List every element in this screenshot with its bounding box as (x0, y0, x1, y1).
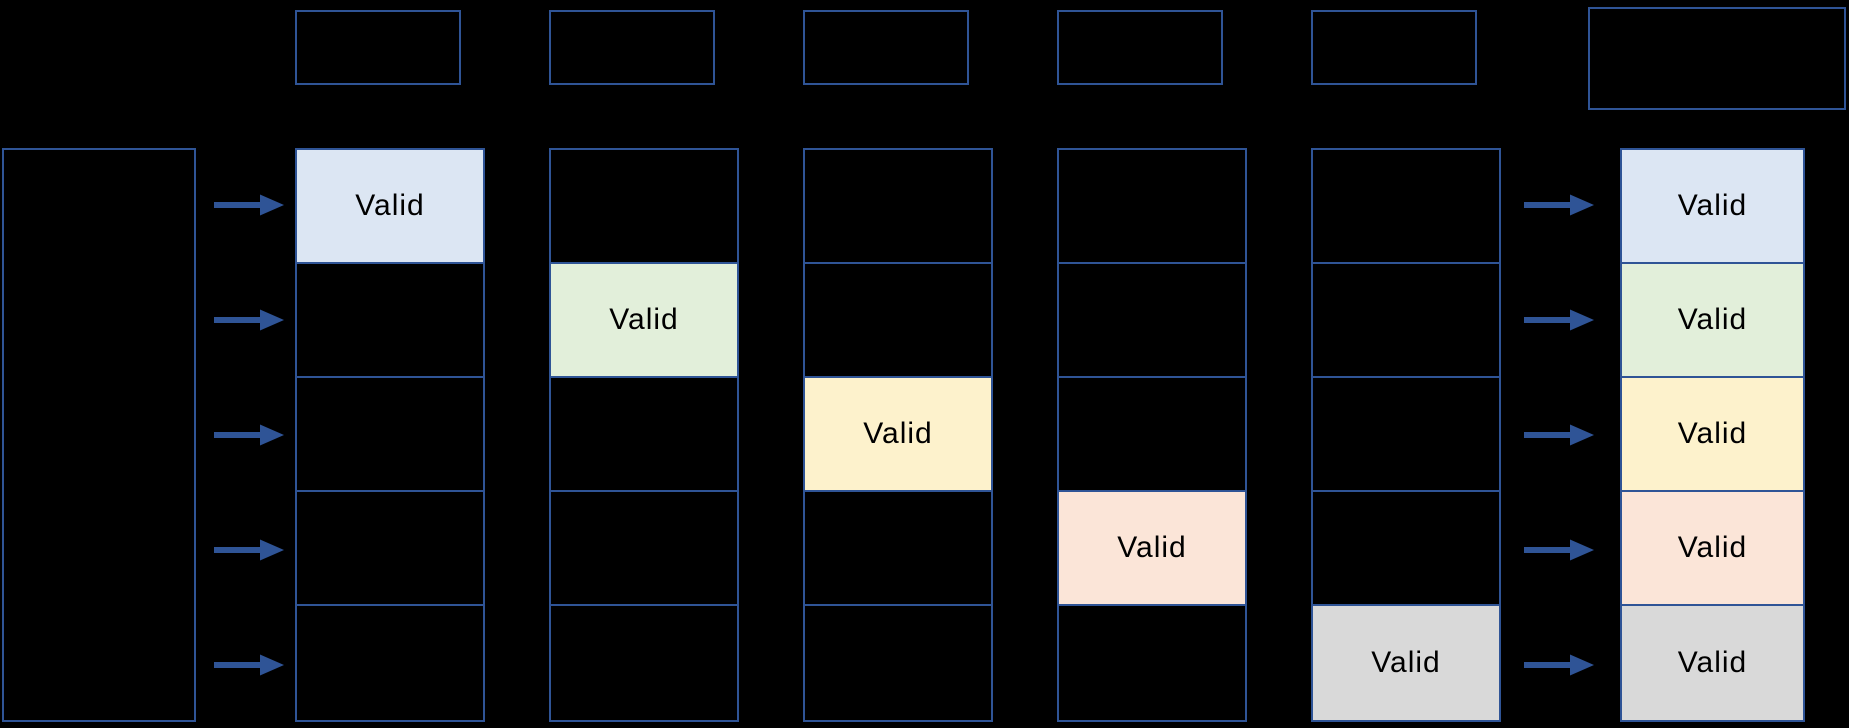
top-box-5 (1311, 10, 1477, 85)
cell-label: Valid (1677, 189, 1748, 222)
result-column-cell-3-valid: Valid (1622, 378, 1803, 492)
right-arrow-icon (214, 424, 284, 446)
cell-label: Valid (1677, 531, 1748, 564)
right-arrow-icon (1524, 424, 1594, 446)
right-arrow-icon (1524, 654, 1594, 676)
column-2: Valid (549, 148, 739, 722)
column-5-cell-2 (1313, 264, 1499, 378)
column-2-cell-2-valid: Valid (551, 264, 737, 378)
column-4: Valid (1057, 148, 1247, 722)
top-box-3 (803, 10, 969, 85)
column-3-cell-5 (805, 606, 991, 720)
cell-label: Valid (1371, 646, 1441, 679)
column-1-cell-3 (297, 378, 483, 492)
column-5-cell-3 (1313, 378, 1499, 492)
column-3-cell-2 (805, 264, 991, 378)
column-5-cell-5-valid: Valid (1313, 606, 1499, 720)
top-box-1 (295, 10, 461, 85)
result-top-box (1588, 7, 1846, 110)
column-5: Valid (1311, 148, 1501, 722)
column-5-cell-4 (1313, 492, 1499, 606)
column-2-cell-1 (551, 150, 737, 264)
column-4-cell-3 (1059, 378, 1245, 492)
column-1-cell-1-valid: Valid (297, 150, 483, 264)
right-arrow-icon (214, 539, 284, 561)
column-4-cell-1 (1059, 150, 1245, 264)
column-4-cell-4-valid: Valid (1059, 492, 1245, 606)
result-column-cell-5-valid: Valid (1622, 606, 1803, 720)
column-3-cell-4 (805, 492, 991, 606)
result-column-cell-4-valid: Valid (1622, 492, 1803, 606)
top-box-4 (1057, 10, 1223, 85)
cell-label: Valid (863, 417, 933, 450)
column-1-cell-5 (297, 606, 483, 720)
right-arrow-icon (1524, 539, 1594, 561)
column-3: Valid (803, 148, 993, 722)
column-4-cell-5 (1059, 606, 1245, 720)
cell-label: Valid (1677, 303, 1748, 336)
cell-label: Valid (1677, 417, 1748, 450)
cell-label: Valid (1677, 646, 1748, 679)
column-2-cell-3 (551, 378, 737, 492)
column-1-cell-4 (297, 492, 483, 606)
right-arrow-icon (214, 194, 284, 216)
source-box (2, 148, 196, 722)
column-4-cell-2 (1059, 264, 1245, 378)
cell-label: Valid (1117, 531, 1187, 564)
column-5-cell-1 (1313, 150, 1499, 264)
column-2-cell-5 (551, 606, 737, 720)
result-column-cell-1-valid: Valid (1622, 150, 1803, 264)
column-2-cell-4 (551, 492, 737, 606)
result-column-cell-2-valid: Valid (1622, 264, 1803, 378)
cell-label: Valid (355, 189, 425, 222)
right-arrow-icon (1524, 194, 1594, 216)
column-1: Valid (295, 148, 485, 722)
right-arrow-icon (214, 309, 284, 331)
column-3-cell-1 (805, 150, 991, 264)
column-1-cell-2 (297, 264, 483, 378)
cell-label: Valid (609, 303, 679, 336)
column-3-cell-3-valid: Valid (805, 378, 991, 492)
right-arrow-icon (214, 654, 284, 676)
right-arrow-icon (1524, 309, 1594, 331)
top-box-2 (549, 10, 715, 85)
